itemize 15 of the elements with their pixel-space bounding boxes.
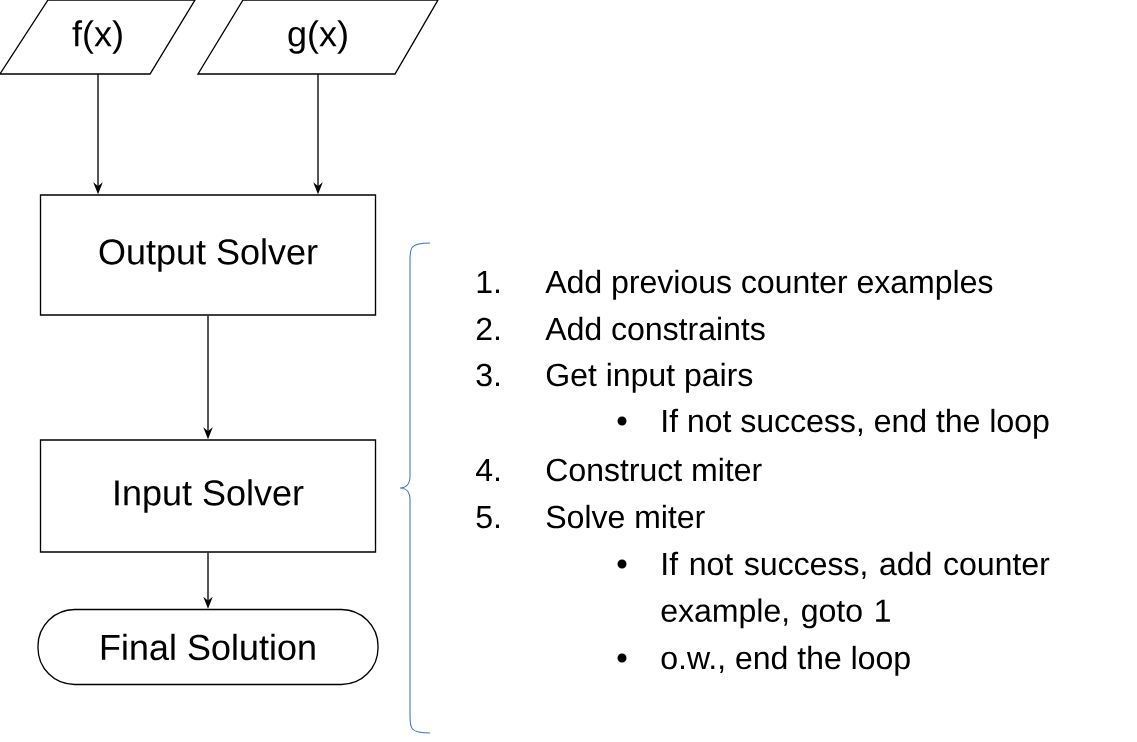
input-parallelogram: f(x) [0, 0, 197, 75]
step-number: 1. [477, 270, 500, 293]
step-number: 3. [476, 363, 500, 387]
step-number: 5. [476, 506, 500, 529]
step-text: Construct miter [546, 457, 762, 482]
bullet-item: If not success, end the loop [663, 408, 1049, 439]
step-text: Add previous counter examples [545, 269, 993, 300]
step-number: 4. [476, 459, 500, 481]
process-box: Input Solver [39, 439, 377, 553]
bullet-item: o.w., end the loop [661, 645, 910, 676]
step-text: Add constraints [545, 316, 765, 341]
process-box: Output Solver [39, 194, 377, 316]
step-number: 2. [476, 317, 500, 340]
step-text: Get input pairs [546, 362, 753, 393]
step-text: Solve miter [546, 504, 705, 529]
